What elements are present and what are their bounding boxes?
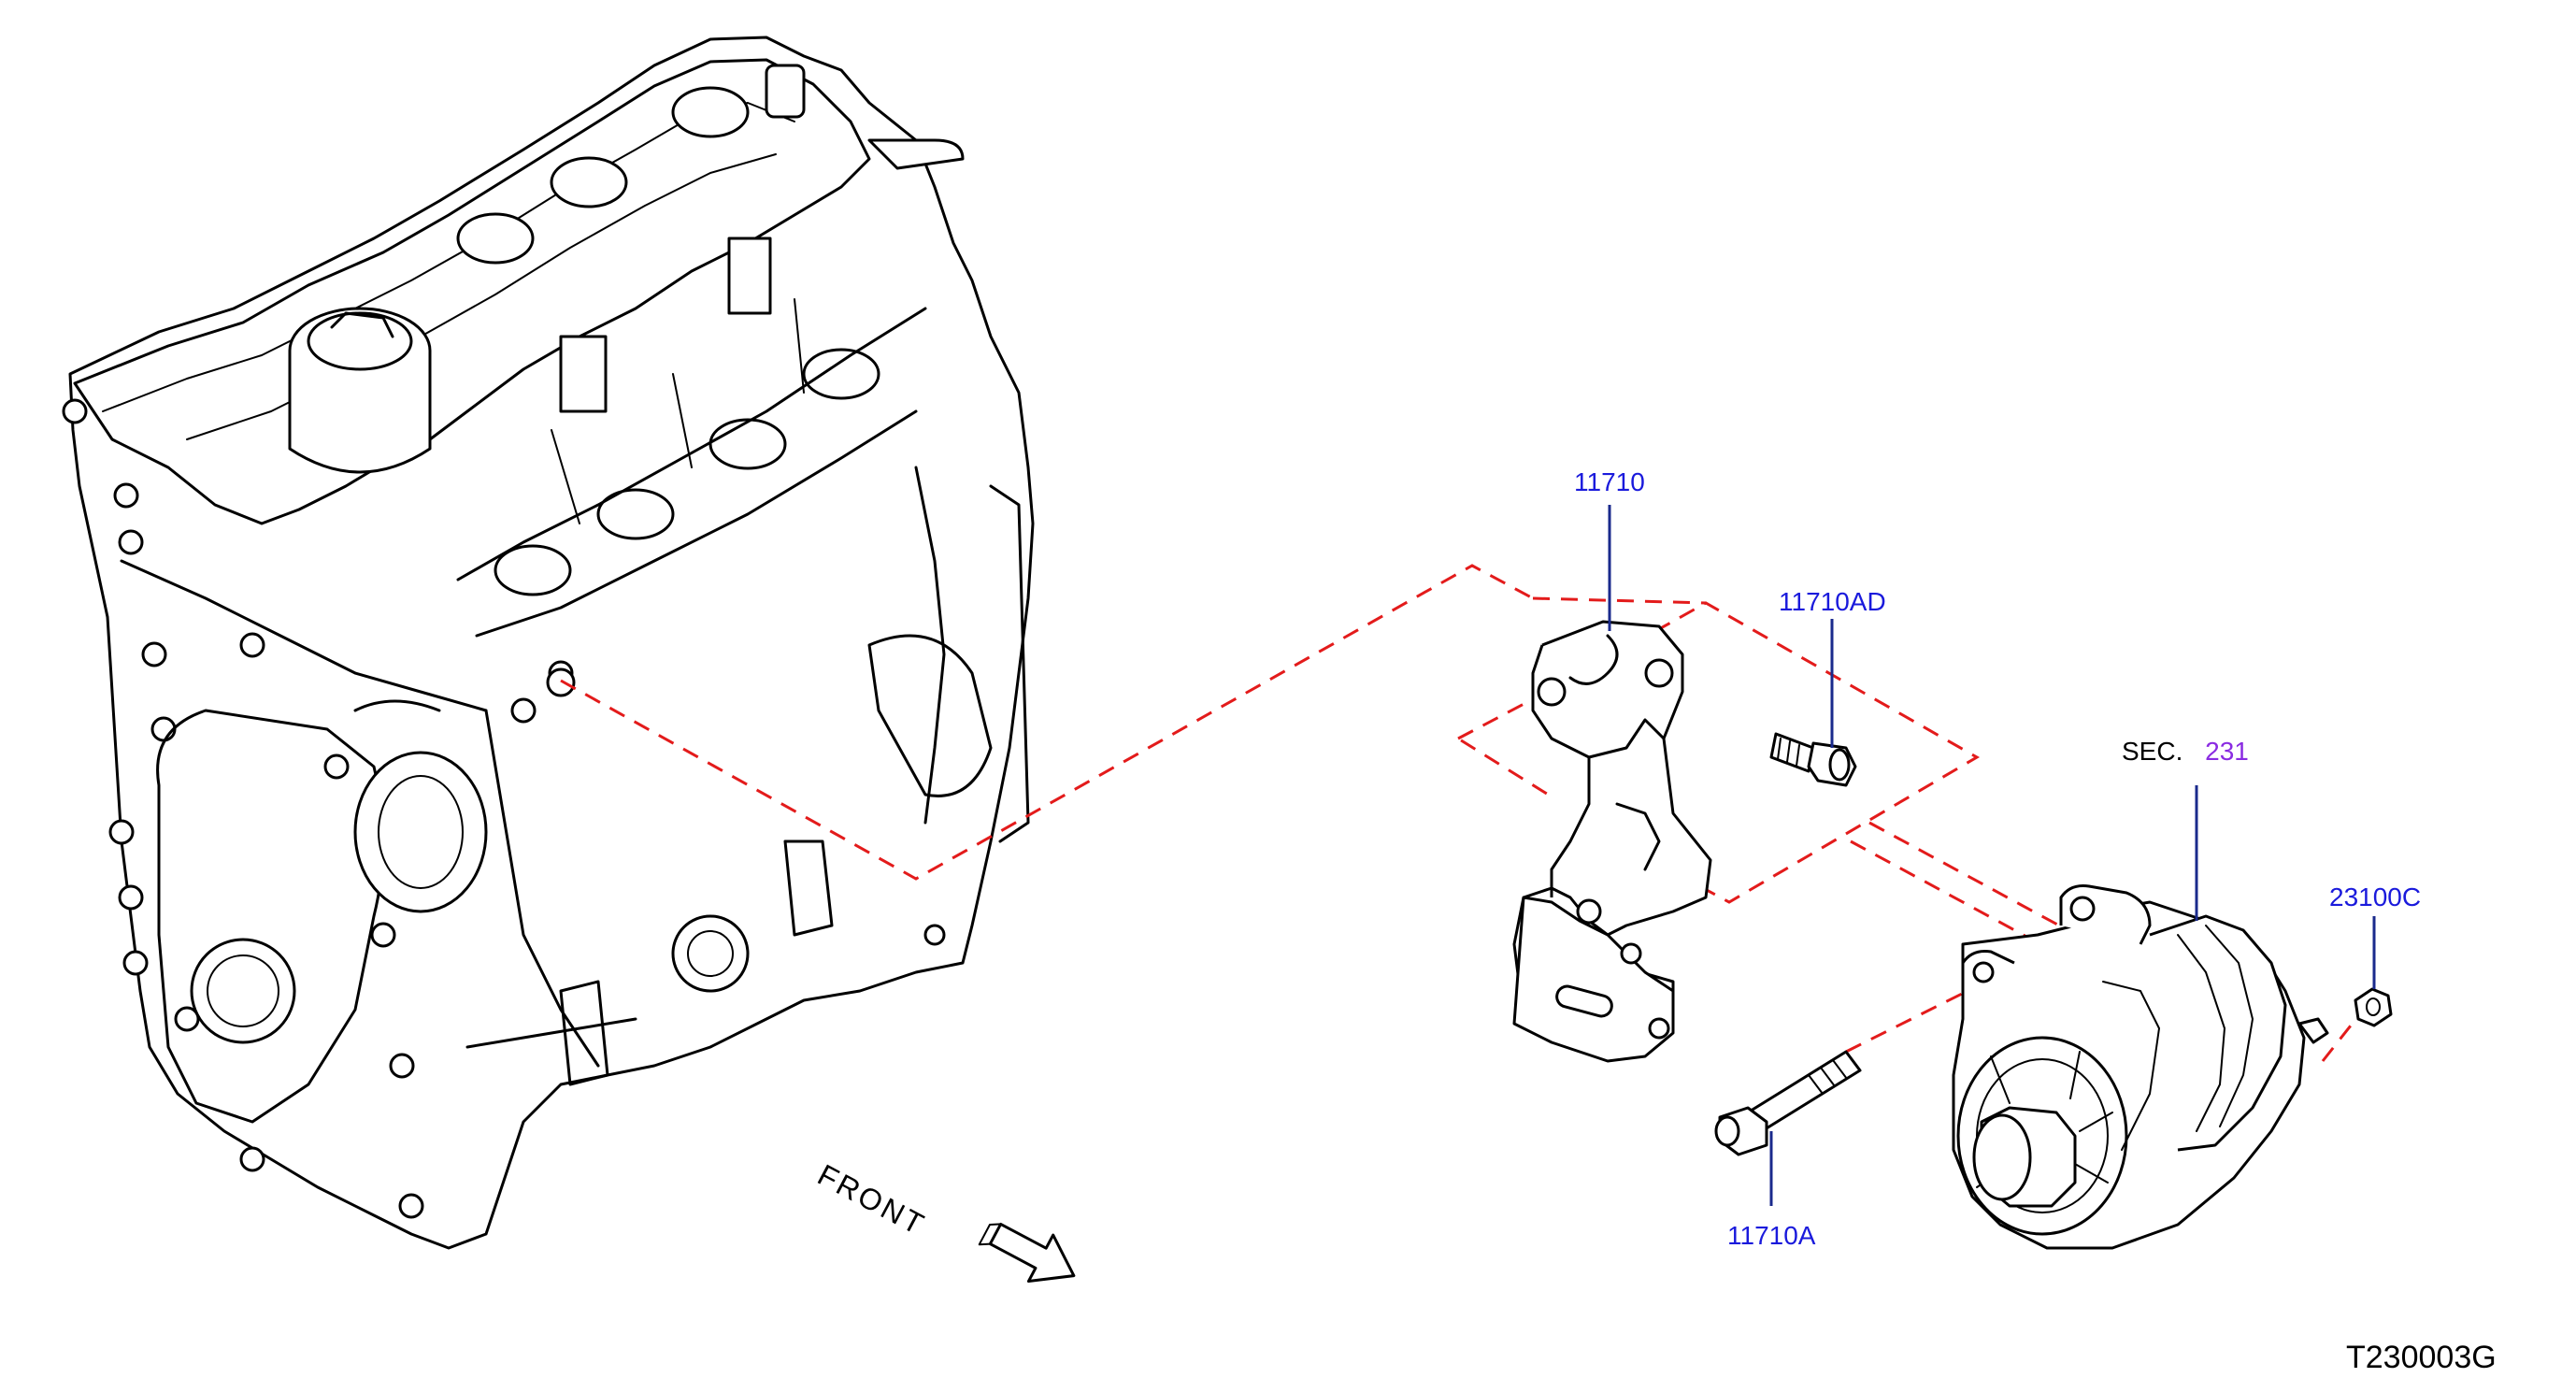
alternator[interactable] bbox=[1952, 884, 2329, 1250]
bracket-bolt-upper[interactable] bbox=[1769, 732, 1857, 787]
front-arrow-icon bbox=[978, 1222, 1076, 1284]
guide-alternator-upper-1 bbox=[1868, 821, 2095, 946]
alternator-bracket[interactable] bbox=[1512, 620, 1712, 1063]
bracket-bolt-lower[interactable] bbox=[1714, 1050, 1862, 1156]
section-reference[interactable]: SEC. 231 bbox=[2122, 739, 2249, 765]
callout-bracket[interactable]: 11710 bbox=[1574, 467, 1645, 496]
callout-nut[interactable]: 23100C bbox=[2329, 883, 2422, 911]
section-prefix: SEC. bbox=[2122, 737, 2183, 766]
section-number[interactable]: 231 bbox=[2205, 737, 2249, 766]
intake-runners bbox=[456, 237, 927, 638]
timing-cover-bolts bbox=[62, 398, 574, 1219]
callout-bracket-bolt-lower[interactable]: 11710A bbox=[1727, 1221, 1816, 1250]
guide-bracket-to-block bbox=[560, 564, 1534, 881]
guide-upper-box bbox=[1532, 596, 1707, 605]
guide-bolt-box bbox=[1457, 601, 1981, 904]
leader-lines bbox=[1608, 505, 2376, 1206]
diagram-code: T230003G bbox=[2346, 1340, 2497, 1375]
callout-bracket-bolt-upper[interactable]: 11710AD bbox=[1779, 587, 1886, 616]
engine-assembly bbox=[62, 36, 1035, 1250]
alternator-nut[interactable] bbox=[2354, 987, 2393, 1027]
